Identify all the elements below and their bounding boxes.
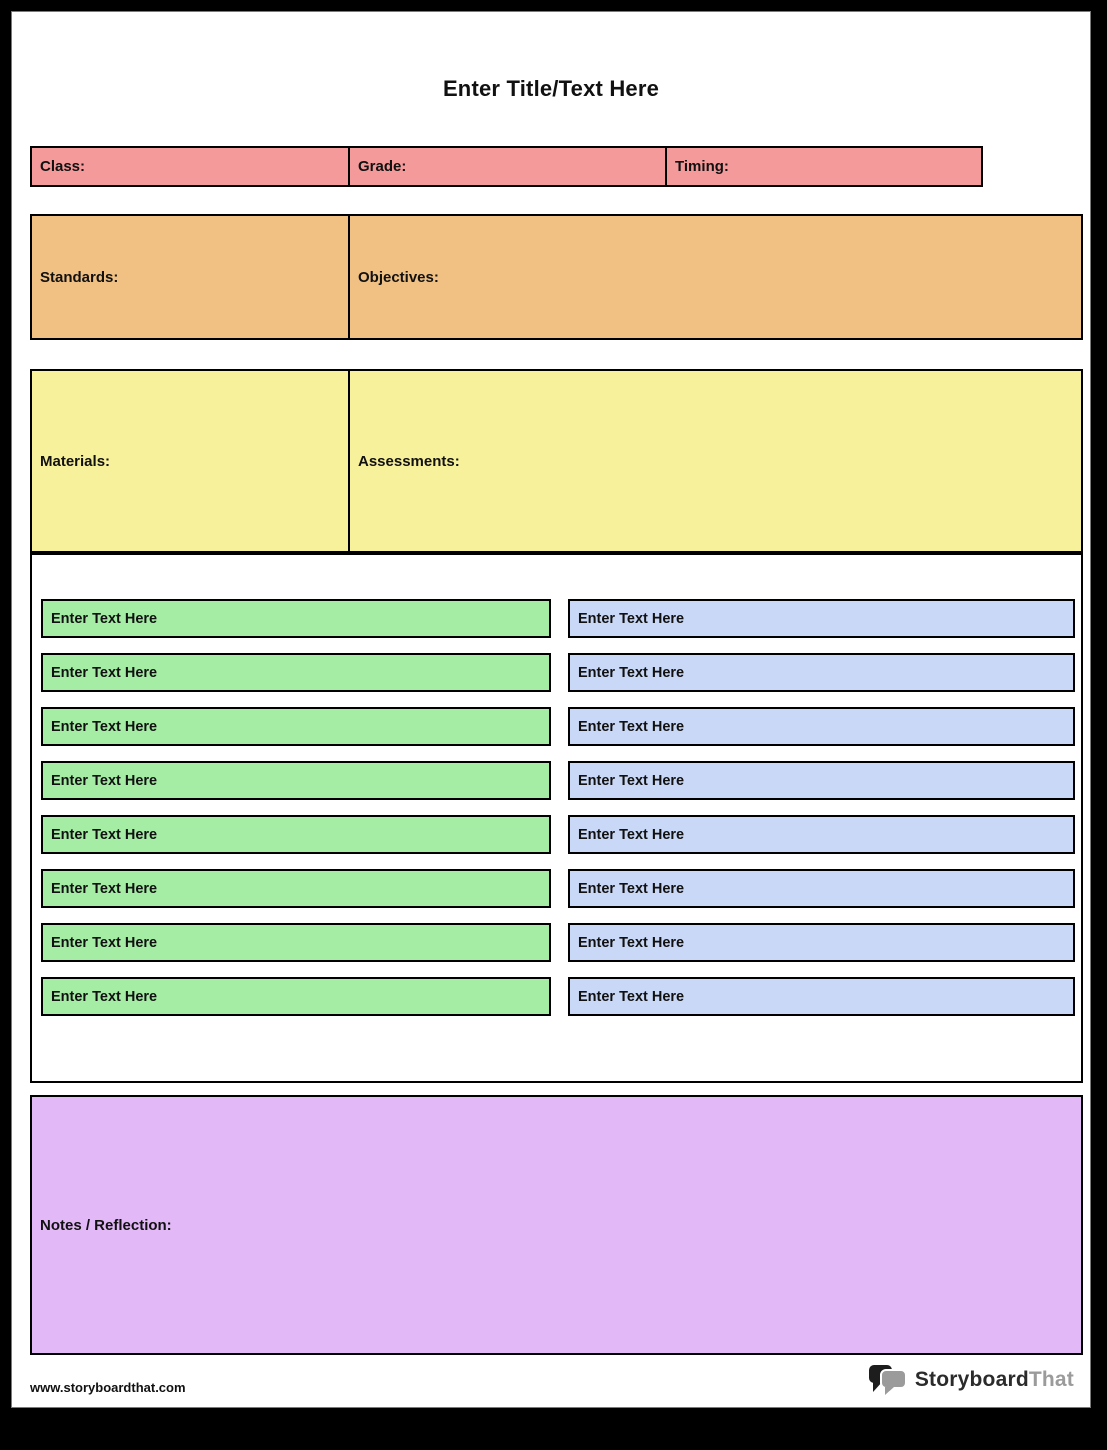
activity-text-box-label: Enter Text Here [51, 826, 158, 843]
standards-label: Standards: [40, 268, 119, 286]
objectives-label: Objectives: [358, 268, 439, 286]
logo-text: StoryboardThat [915, 1368, 1074, 1392]
activity-text-box-blue-1[interactable]: Enter Text Here [568, 599, 1075, 638]
page-title[interactable]: Enter Title/Text Here [442, 76, 660, 101]
activity-text-box-green-6[interactable]: Enter Text Here [41, 869, 551, 908]
activity-text-box-blue-6[interactable]: Enter Text Here [568, 869, 1075, 908]
activity-text-box-green-2[interactable]: Enter Text Here [41, 653, 551, 692]
grade-field[interactable]: Grade: [348, 148, 665, 185]
activity-text-box-label: Enter Text Here [51, 664, 158, 681]
activity-text-box-label: Enter Text Here [51, 610, 158, 627]
standards-objectives-row: Standards: Objectives: [30, 214, 1083, 340]
activity-text-box-blue-4[interactable]: Enter Text Here [568, 761, 1075, 800]
activity-text-box-green-1[interactable]: Enter Text Here [41, 599, 551, 638]
notes-reflection-label: Notes / Reflection: [40, 1216, 172, 1234]
activity-text-box-label: Enter Text Here [51, 880, 158, 897]
activity-text-box-label: Enter Text Here [578, 718, 685, 735]
activity-text-box-label: Enter Text Here [51, 718, 158, 735]
activity-text-box-blue-5[interactable]: Enter Text Here [568, 815, 1075, 854]
activity-text-box-green-5[interactable]: Enter Text Here [41, 815, 551, 854]
activity-text-box-label: Enter Text Here [51, 988, 158, 1005]
activity-text-box-label: Enter Text Here [578, 664, 685, 681]
materials-field[interactable]: Materials: [32, 371, 348, 551]
notes-reflection-field[interactable]: Notes / Reflection: [30, 1095, 1083, 1355]
activity-text-box-label: Enter Text Here [578, 772, 685, 789]
activity-text-box-label: Enter Text Here [51, 934, 158, 951]
speech-bubbles-icon [868, 1363, 908, 1397]
activity-text-box-label: Enter Text Here [51, 772, 158, 789]
grade-label: Grade: [358, 158, 407, 175]
activity-text-box-blue-3[interactable]: Enter Text Here [568, 707, 1075, 746]
standards-field[interactable]: Standards: [32, 216, 348, 338]
activity-text-box-green-7[interactable]: Enter Text Here [41, 923, 551, 962]
logo-text-primary: Storyboard [914, 1368, 1029, 1391]
materials-assessments-row: Materials: Assessments: [30, 369, 1083, 553]
activity-text-box-green-8[interactable]: Enter Text Here [41, 977, 551, 1016]
timing-field[interactable]: Timing: [665, 148, 981, 185]
activity-text-box-label: Enter Text Here [578, 610, 685, 627]
activity-text-box-blue-8[interactable]: Enter Text Here [568, 977, 1075, 1016]
storyboardthat-logo: StoryboardThat [857, 1357, 1084, 1403]
activity-text-box-label: Enter Text Here [578, 826, 685, 843]
assessments-label: Assessments: [358, 452, 460, 470]
logo-text-secondary: That [1028, 1368, 1074, 1391]
objectives-field[interactable]: Objectives: [348, 216, 1081, 338]
activity-text-box-label: Enter Text Here [578, 934, 685, 951]
activity-text-box-label: Enter Text Here [578, 988, 685, 1005]
class-field[interactable]: Class: [32, 148, 348, 185]
activity-text-box-label: Enter Text Here [578, 880, 685, 897]
activity-text-box-blue-7[interactable]: Enter Text Here [568, 923, 1075, 962]
assessments-field[interactable]: Assessments: [348, 371, 1081, 551]
class-label: Class: [40, 158, 86, 175]
lesson-plan-sheet: Enter Title/Text Here Class: Grade: Timi… [11, 11, 1091, 1408]
activity-text-box-green-3[interactable]: Enter Text Here [41, 707, 551, 746]
activity-text-box-blue-2[interactable]: Enter Text Here [568, 653, 1075, 692]
materials-label: Materials: [40, 452, 111, 470]
footer-url: www.storyboardthat.com [30, 1380, 186, 1395]
class-grade-timing-row: Class: Grade: Timing: [30, 146, 983, 187]
timing-label: Timing: [675, 158, 729, 175]
activity-text-box-green-4[interactable]: Enter Text Here [41, 761, 551, 800]
